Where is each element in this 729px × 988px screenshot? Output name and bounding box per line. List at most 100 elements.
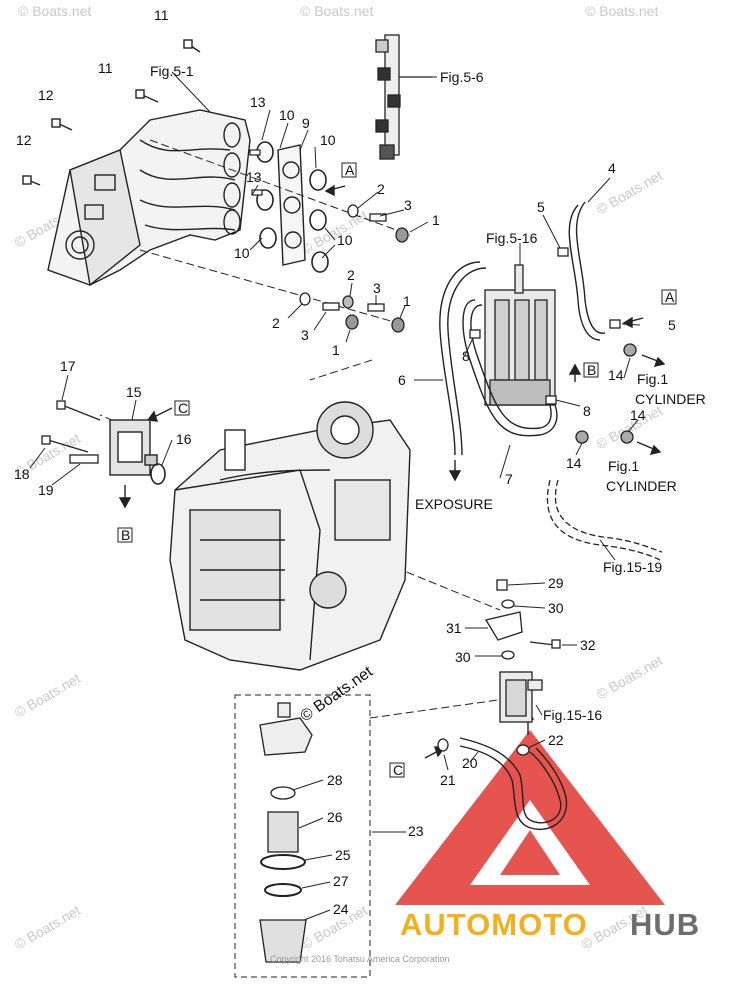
vapor-separator xyxy=(484,264,556,406)
part-callout: 14 xyxy=(566,455,582,471)
part-callout: 11 xyxy=(154,7,169,23)
figure-ref: Fig.5-16 xyxy=(486,230,538,246)
grommet-icon xyxy=(345,227,409,333)
part-callout: 13 xyxy=(246,169,262,185)
part-callout: 12 xyxy=(16,132,32,148)
part-callout: 16 xyxy=(176,431,192,447)
watermark: © Boats.net xyxy=(298,663,377,725)
part-callout: 32 xyxy=(580,637,596,653)
arrow-icon xyxy=(118,184,666,759)
brand-logo-icon xyxy=(395,730,665,905)
watermark: © Boats.net xyxy=(585,3,658,19)
part-callout: 30 xyxy=(455,649,471,665)
part-callout: 26 xyxy=(327,809,343,825)
part-callout: 10 xyxy=(279,107,295,123)
part-callout: 3 xyxy=(373,280,381,296)
water-separator xyxy=(259,702,313,963)
part-callout: 11 xyxy=(98,60,113,76)
fuel-pump xyxy=(109,419,158,476)
watermark: © Boats.net xyxy=(18,3,91,19)
watermark: © Boats.net xyxy=(12,902,84,953)
watermark: © Boats.net xyxy=(594,167,666,218)
part-callout: 2 xyxy=(377,181,385,197)
part-callout: 5 xyxy=(668,317,676,333)
watermark: © Boats.net xyxy=(594,652,666,703)
part-callout: 2 xyxy=(272,315,280,331)
connection-tag-c: C xyxy=(393,762,403,778)
hose-clip-icon xyxy=(469,247,621,405)
figure-ref: Fig.5-1 xyxy=(150,63,194,79)
part-callout: 13 xyxy=(250,94,266,110)
cylinder-block xyxy=(169,401,411,671)
part-callout: 21 xyxy=(440,772,456,788)
hose-clip-icon xyxy=(437,738,530,756)
figure-ref: Fig.1 xyxy=(608,458,639,474)
callout-labels: 11 11 12 12 13 13 10 10 10 10 9 2 3 1 2 … xyxy=(14,7,676,917)
gasket-plate xyxy=(277,144,306,266)
watermark: © Boats.net xyxy=(12,670,84,721)
part-callout: 28 xyxy=(327,772,343,788)
part-callout: 1 xyxy=(332,342,340,358)
connection-tag-a: A xyxy=(665,289,675,305)
figure-ref: Fig.15-19 xyxy=(603,559,662,575)
part-callout: 2 xyxy=(347,267,355,283)
part-callout: 20 xyxy=(462,755,478,771)
part-callout: 1 xyxy=(432,212,440,228)
part-callout: 8 xyxy=(462,348,470,364)
leader-lines xyxy=(29,71,641,921)
washer-icon xyxy=(299,204,359,309)
bolt-icon xyxy=(22,39,201,186)
brand-wordmark: AUTOMOTO HUB xyxy=(400,907,700,942)
figure-ref: CYLINDER xyxy=(606,478,677,494)
part-callout: 29 xyxy=(548,575,564,591)
brand-text-primary: AUTOMOTO xyxy=(400,907,588,942)
part-callout: 23 xyxy=(408,823,424,839)
watermark: © Boats.net xyxy=(300,3,373,19)
figure-ref: Fig.15-16 xyxy=(543,707,602,723)
part-callout: 17 xyxy=(60,358,76,374)
figure-references: Fig.5-1 Fig.5-6 Fig.5-16 Fig.1 CYLINDER … xyxy=(150,63,706,723)
part-callout: 14 xyxy=(630,407,646,423)
part-callout: 22 xyxy=(548,732,564,748)
o-ring-icon xyxy=(150,463,166,485)
part-callout: 10 xyxy=(337,232,353,248)
part-callout: 31 xyxy=(446,620,462,636)
part-callout: 19 xyxy=(38,482,54,498)
watermark: © Boats.net xyxy=(299,207,371,258)
part-callout: 7 xyxy=(505,471,513,487)
part-callout: 15 xyxy=(126,384,142,400)
part-callout: 24 xyxy=(333,901,349,917)
part-callout: 14 xyxy=(608,367,624,383)
part-callout: 27 xyxy=(333,873,349,889)
bolt-icon xyxy=(41,400,101,464)
figure-ref: Fig.5-6 xyxy=(440,69,484,85)
fuel-hose xyxy=(546,479,663,561)
fuel-rail xyxy=(375,34,432,160)
fuel-filter xyxy=(499,671,543,723)
grommet-icon xyxy=(575,343,637,444)
connection-tag-b: B xyxy=(121,527,130,543)
bracket-icon xyxy=(484,579,561,660)
figure-ref: CYLINDER xyxy=(635,391,706,407)
part-callout: 3 xyxy=(404,197,412,213)
part-callout: 10 xyxy=(320,132,336,148)
collar-icon xyxy=(322,213,387,312)
part-callout: 6 xyxy=(398,372,406,388)
part-callout: 8 xyxy=(583,403,591,419)
part-callout: 3 xyxy=(301,327,309,343)
connection-tag-c: C xyxy=(178,400,188,416)
part-callout: 30 xyxy=(548,600,564,616)
part-callout: 1 xyxy=(403,293,411,309)
connection-tag-b: B xyxy=(587,362,596,378)
figure-ref: EXPOSURE xyxy=(415,496,493,512)
part-callout: 5 xyxy=(537,199,545,215)
part-callout: 12 xyxy=(38,87,54,103)
fuel-hose xyxy=(439,201,606,456)
intake-manifold xyxy=(47,109,251,287)
water-separator-box xyxy=(234,694,371,978)
brand-text-secondary: HUB xyxy=(630,907,700,942)
part-callout: 10 xyxy=(234,245,250,261)
part-callout: 4 xyxy=(608,160,616,176)
connection-tags: A A B B C C xyxy=(117,162,677,778)
